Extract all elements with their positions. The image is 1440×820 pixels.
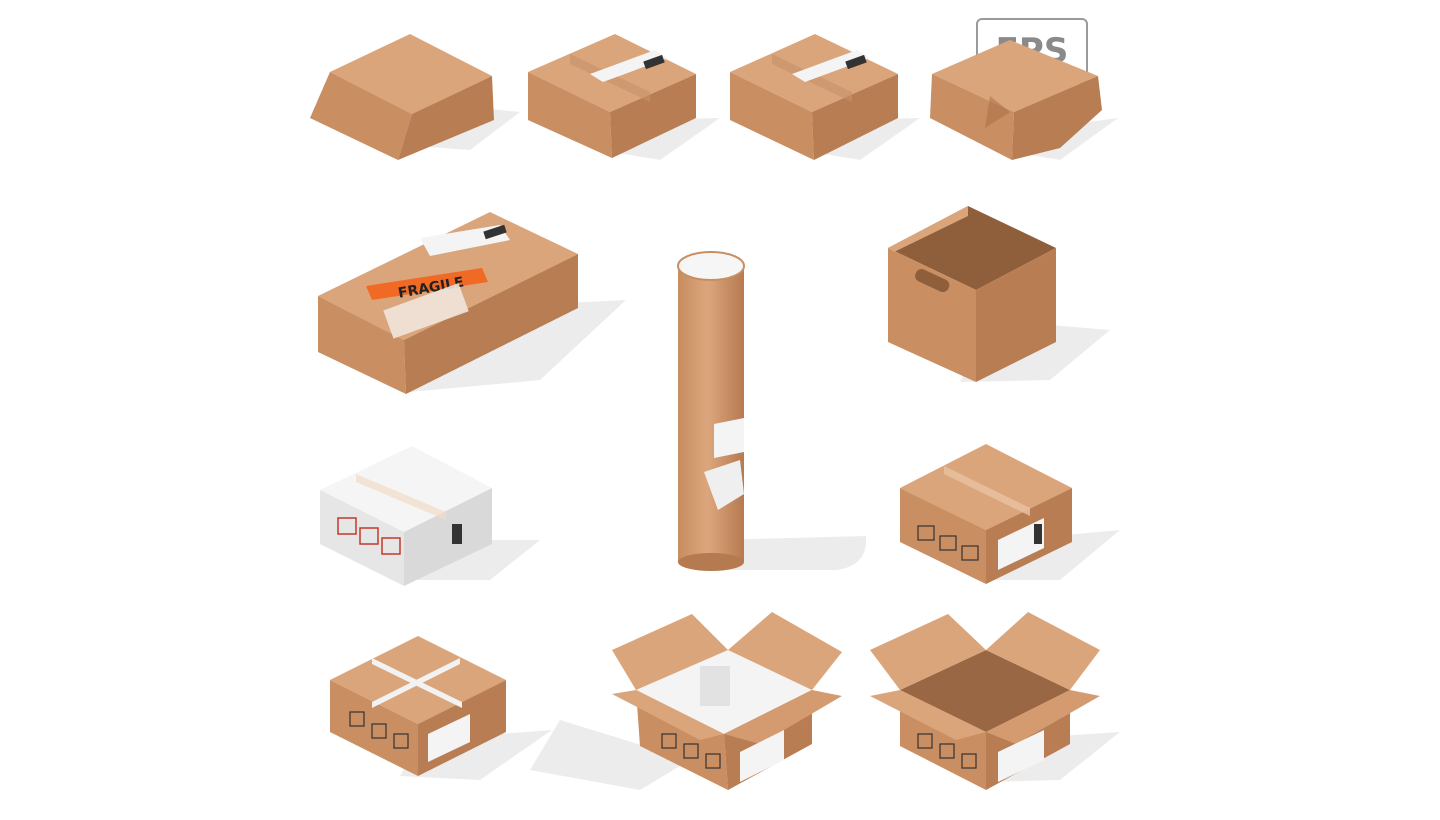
box-taped-label-2: [730, 34, 920, 160]
box-handles: [888, 206, 1110, 382]
box-taped-label: [528, 34, 720, 160]
box-open-foam: [530, 612, 842, 790]
box-open-empty: [870, 612, 1120, 790]
box-open-lid: [310, 34, 520, 160]
box-crushed: [930, 40, 1118, 160]
mailing-tube: [677, 251, 867, 571]
box-fragile: FRAGILE: [318, 212, 626, 394]
box-white: [320, 446, 540, 586]
box-taped-tag: [900, 444, 1120, 584]
box-strapped: [330, 636, 552, 780]
